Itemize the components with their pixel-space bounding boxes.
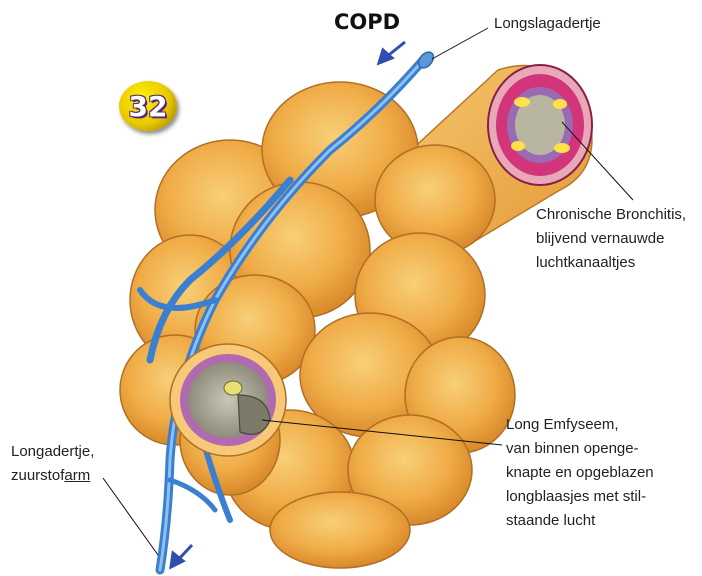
label-emphysema-3: knapte en opgeblazen — [506, 461, 654, 485]
label-vein-2-prefix: zuurstof — [11, 467, 64, 484]
label-vein-2-underlined: arm — [64, 467, 90, 484]
label-emphysema-1: Long Emfyseem, — [506, 413, 619, 437]
bronchitis-cross-section — [488, 65, 592, 185]
label-emphysema-2: van binnen openge- — [506, 437, 639, 461]
label-emphysema-4: longblaasjes met stil- — [506, 485, 646, 509]
label-emphysema-5: staande lucht — [506, 509, 595, 533]
label-bronchitis-1: Chronische Bronchitis, — [536, 203, 686, 227]
label-vein-1: Longadertje, — [11, 440, 94, 464]
alveoli-cluster — [120, 82, 515, 568]
label-vein-2: zuurstofarm — [11, 464, 90, 488]
label-bronchitis-3: luchtkanaaltjes — [536, 251, 635, 275]
label-artery: Longslagadertje — [494, 12, 601, 36]
number-badge: 32 — [119, 81, 177, 131]
label-bronchitis-2: blijvend vernauwde — [536, 227, 664, 251]
badge-number: 32 — [129, 90, 168, 123]
diagram-title: COPD — [334, 10, 400, 34]
emphysema-cross-section — [170, 344, 286, 456]
